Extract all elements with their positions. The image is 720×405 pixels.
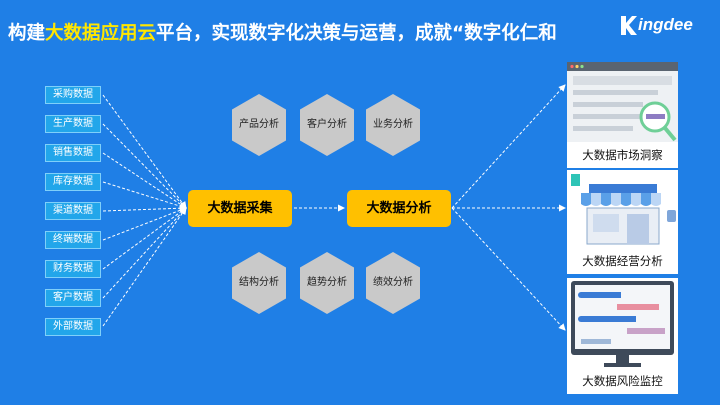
source-finance: 财务数据	[45, 260, 101, 278]
browser-magnifier-icon	[567, 62, 678, 144]
hub-data-collection: 大数据采集	[188, 190, 292, 227]
hex-structure-analysis: 结构分析	[232, 252, 286, 314]
source-production: 生产数据	[45, 115, 101, 133]
link-src-4	[102, 181, 187, 210]
hex-performance-analysis: 绩效分析	[366, 252, 420, 314]
brand-text: ingdee	[638, 15, 693, 34]
source-sales: 销售数据	[45, 144, 101, 162]
source-channel: 渠道数据	[45, 202, 101, 220]
title-prefix: 构建	[8, 23, 46, 44]
link-src-3	[102, 152, 187, 209]
title-suffix: 平台，实现数字化决策与运营，成就“数字化仁和	[156, 23, 557, 44]
source-purchase: 采购数据	[45, 86, 101, 104]
source-external: 外部数据	[45, 318, 101, 336]
title-highlight: 大数据应用云	[45, 23, 157, 44]
link-src-7	[102, 207, 187, 270]
hub-data-analysis: 大数据分析	[347, 190, 451, 227]
link-src-1	[102, 94, 187, 209]
card-market-insight-label: 大数据市场洞察	[567, 142, 678, 168]
link-src-8	[102, 207, 187, 299]
page-title: 构建大数据应用云平台，实现数字化决策与运营，成就“数字化仁和	[8, 19, 557, 45]
kingdee-k-icon	[621, 16, 637, 35]
source-inventory: 库存数据	[45, 173, 101, 191]
link-src-5	[102, 204, 187, 212]
storefront-icon	[567, 170, 678, 248]
link-src-9	[102, 207, 187, 327]
card-risk-monitoring: 大数据风险监控	[567, 278, 678, 394]
source-customer: 客户数据	[45, 289, 101, 307]
card-operation-analysis-label: 大数据经营分析	[567, 248, 678, 274]
card-market-insight: 大数据市场洞察	[567, 62, 678, 168]
source-terminal: 终端数据	[45, 231, 101, 249]
hex-trend-analysis: 趋势分析	[300, 252, 354, 314]
link-card-1	[451, 84, 566, 209]
link-card-3	[451, 207, 566, 331]
card-operation-analysis: 大数据经营分析	[567, 170, 678, 274]
link-src-6	[102, 206, 187, 241]
link-src-2	[102, 123, 187, 209]
kingdee-logo: ingdee	[618, 14, 718, 38]
monitor-chart-icon	[567, 278, 678, 370]
card-risk-monitoring-label: 大数据风险监控	[567, 368, 678, 394]
